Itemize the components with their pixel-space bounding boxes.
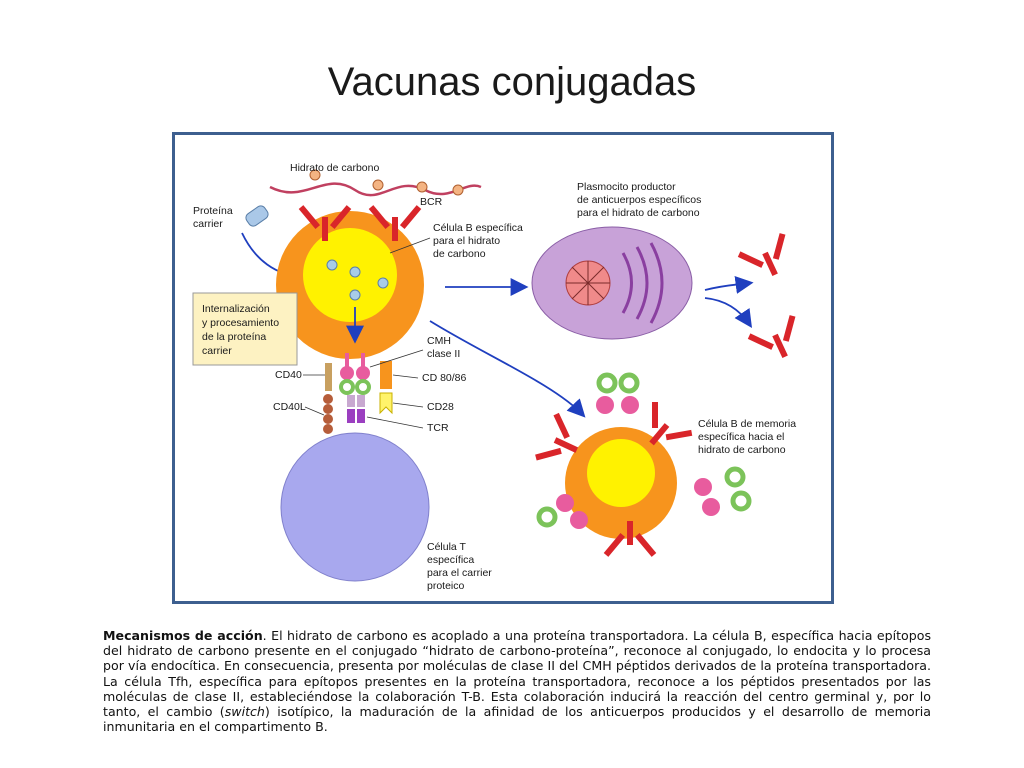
memory-label-line1: Célula B de memoria: [698, 418, 796, 430]
bcell-label-line2: para el hidrato: [433, 235, 500, 247]
synapse-molecules: [323, 353, 393, 434]
tcell-label-line3: para el carrier: [427, 567, 492, 579]
caption-paragraph: Mecanismos de acción. El hidrato de carb…: [103, 628, 931, 734]
tcell-label-line4: proteico: [427, 580, 465, 592]
carrier-label-line1: Proteína: [193, 205, 233, 217]
bcr-label: BCR: [420, 196, 443, 208]
caption-text: . El hidrato de carbono es acoplado a un…: [103, 628, 931, 720]
memory-label-line2: específica hacia el: [698, 431, 784, 443]
mechanism-diagram: Hidrato de carbono BCR Proteína carrier …: [192, 162, 809, 592]
secretion-arrow-1: [704, 275, 754, 294]
to-memory-arrow: [429, 320, 586, 418]
tcell-label-line2: específica: [427, 554, 474, 566]
carrier-label-line2: carrier: [193, 218, 223, 230]
cd40-label: CD40: [275, 369, 302, 381]
intern-line2: y procesamiento: [202, 317, 279, 329]
caption-text-end: ) isotípico, la maduración de la afinida…: [103, 704, 931, 735]
caption-italic: switch: [224, 704, 265, 720]
internalization-box: [192, 292, 298, 366]
cd28-label: CD28: [427, 401, 454, 413]
cd80-label: CD 80/86: [422, 372, 467, 384]
plasma-label-line3: para el hidrato de carbono: [577, 207, 700, 219]
bcell-label-line1: Célula B específica: [433, 222, 523, 234]
synapse-leaders: [303, 349, 424, 429]
plasma-label-line2: de anticuerpos específicos: [577, 194, 701, 206]
memory-mhc-molecules: [556, 396, 720, 529]
caption-lead: Mecanismos de acción: [103, 628, 263, 643]
cd40l-label: CD40L: [273, 401, 306, 413]
t-cell: [280, 432, 430, 582]
memory-b-cell: [565, 427, 677, 539]
intern-line1: Internalización: [202, 303, 270, 315]
cmh-label-line2: clase II: [427, 348, 460, 360]
tcr-label: TCR: [427, 422, 449, 434]
intern-line4: carrier: [202, 345, 232, 357]
secretion-arrow-2: [704, 297, 752, 328]
secreted-antibody-1: [736, 231, 799, 286]
plasma-cell: [531, 226, 693, 340]
slide-title: Vacunas conjugadas: [327, 60, 697, 104]
carbohydrate-label: Hidrato de carbono: [290, 162, 379, 174]
tcell-label-line1: Célula T: [427, 541, 466, 553]
cmh-label-line1: CMH: [427, 335, 451, 347]
memory-label-line3: hidrato de carbono: [698, 444, 786, 456]
carbohydrate-beads: [309, 169, 464, 196]
intern-line3: de la proteína: [202, 331, 266, 343]
plasma-label-line1: Plasmocito productor: [577, 181, 676, 193]
diagram-frame: Hidrato de carbono BCR Proteína carrier …: [172, 132, 834, 604]
bcell-leader: [389, 237, 431, 254]
bcell-label-line3: de carbono: [433, 248, 486, 260]
memory-tcr-molecules: [536, 372, 752, 528]
secreted-antibody-2: [746, 313, 809, 368]
carrier-protein: [245, 205, 269, 227]
b-cell: [276, 211, 424, 359]
